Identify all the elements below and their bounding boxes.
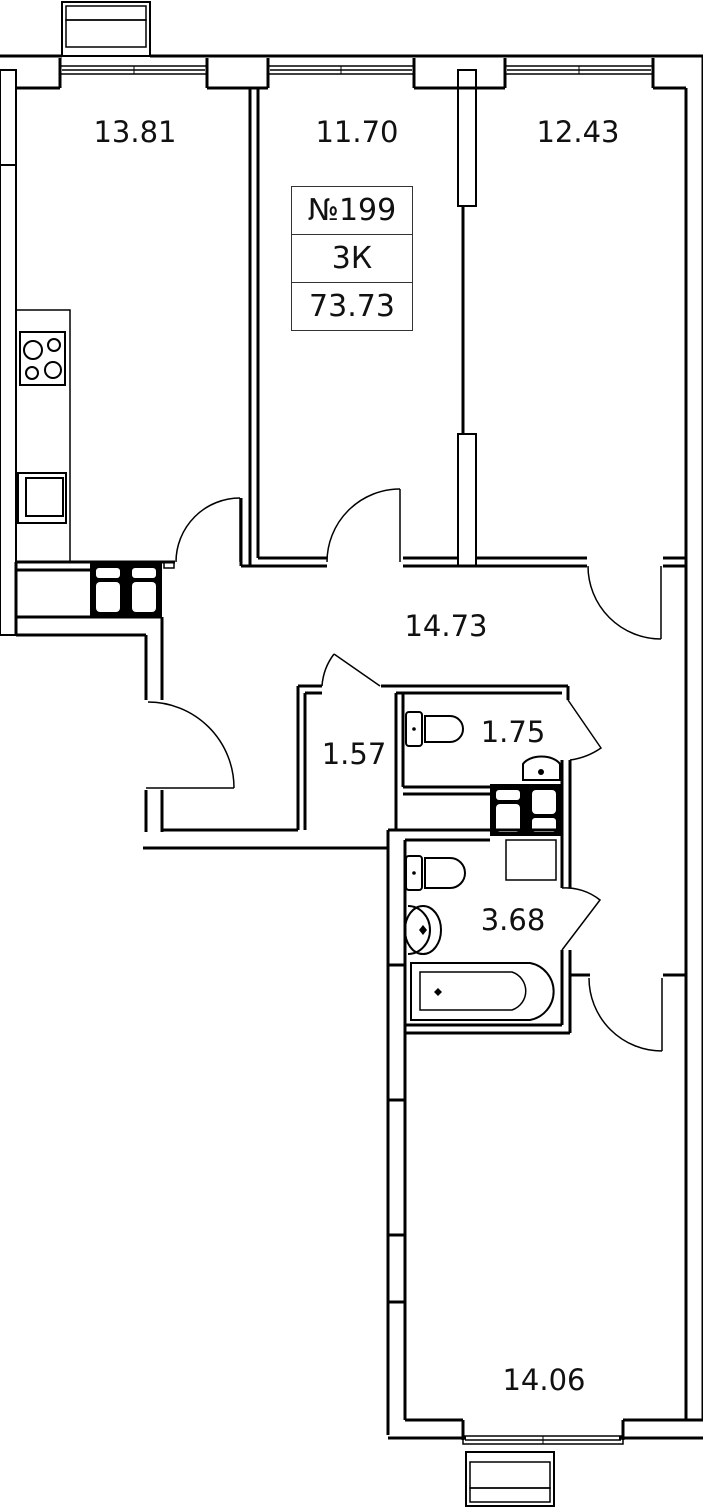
window-kitchen xyxy=(59,65,208,75)
window-bedroom-bottom[interactable] xyxy=(462,1435,624,1445)
ventilation-shaft-kitchen xyxy=(90,562,162,617)
door-kitchen[interactable] xyxy=(163,497,241,569)
door-wc[interactable] xyxy=(567,699,603,761)
exterior-wall-bottom xyxy=(388,1418,703,1440)
window-bedroom-right xyxy=(504,65,654,75)
room-area-bedroom-bottom: 14.06 xyxy=(502,1363,586,1397)
room-area-bedroom-middle: 11.70 xyxy=(315,115,399,149)
exterior-wall-left xyxy=(0,69,17,636)
room-area-hallway: 14.73 xyxy=(404,609,488,643)
apartment-number: №199 xyxy=(307,193,397,228)
sink-icon xyxy=(17,472,67,524)
balcony-top xyxy=(61,1,151,57)
kitchen-bottom-wall xyxy=(14,560,175,700)
room-area-bedroom-right: 12.43 xyxy=(536,115,620,149)
door-bathroom[interactable] xyxy=(561,887,602,951)
room-area-closet: 1.57 xyxy=(321,737,387,771)
bathroom-walls xyxy=(386,828,686,1435)
apartment-info-badge: №199 3К 73.73 xyxy=(291,186,413,331)
window-bedroom-middle xyxy=(267,65,415,75)
bathtub-icon xyxy=(410,962,555,1021)
washbasin-wc-icon xyxy=(522,755,561,781)
apartment-total-area: 73.73 xyxy=(292,282,412,330)
entrance-walls xyxy=(143,790,388,850)
balcony-bottom xyxy=(465,1451,555,1507)
wall-bedroom-bedroom xyxy=(403,69,686,568)
washbasin-bathroom-icon xyxy=(404,905,442,955)
room-area-kitchen: 13.81 xyxy=(93,115,177,149)
door-bedroom-middle[interactable] xyxy=(326,488,401,563)
door-entrance[interactable] xyxy=(146,701,235,789)
toilet-bathroom-icon xyxy=(405,855,466,891)
room-area-wc: 1.75 xyxy=(480,715,546,749)
door-bedroom-bottom[interactable] xyxy=(588,977,663,1052)
door-bedroom-right[interactable] xyxy=(587,565,662,640)
closet-walls xyxy=(296,684,568,830)
ventilation-shaft-bath xyxy=(490,784,562,836)
room-area-bathroom: 3.68 xyxy=(480,903,546,937)
stove-icon xyxy=(19,331,66,386)
exterior-wall-right xyxy=(686,56,703,1422)
door-closet[interactable] xyxy=(321,653,381,687)
apartment-type: 3К xyxy=(292,234,412,282)
toilet-wc-icon xyxy=(405,711,464,747)
wall-kitchen-bedroom xyxy=(239,88,327,568)
